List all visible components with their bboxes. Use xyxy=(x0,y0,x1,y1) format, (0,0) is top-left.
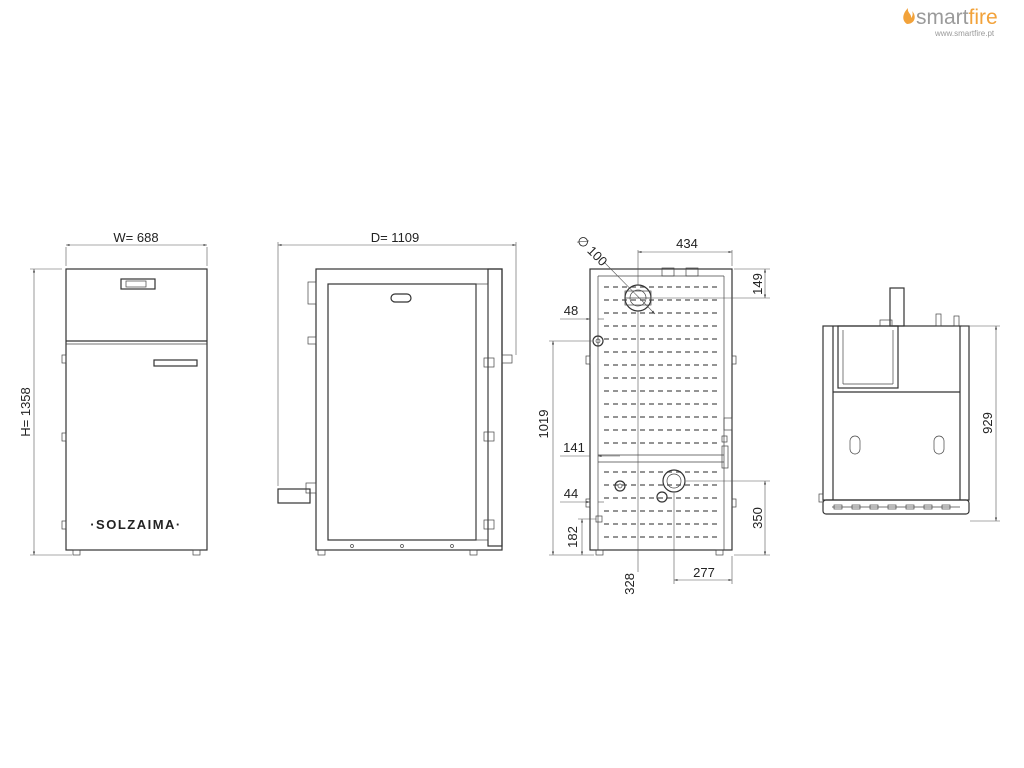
water-connection-upper xyxy=(592,335,604,347)
side-pipe xyxy=(277,488,311,504)
brand-url: www.smartfire.pt xyxy=(934,29,995,38)
top-slot-right xyxy=(933,435,945,455)
depth-dimension: D= 1109 xyxy=(371,230,420,245)
dim-48: 48 xyxy=(564,303,578,318)
water-connection-lower xyxy=(614,480,626,492)
front-view: ·SOLZAIMA· W= 688 H= 1358 xyxy=(18,230,208,556)
side-view: D= 1109 xyxy=(277,230,517,556)
dim-328: 328 xyxy=(622,573,637,595)
top-slot-left xyxy=(849,435,861,455)
dim-929: 929 xyxy=(980,412,995,434)
dim-434: 434 xyxy=(676,236,698,251)
side-handle xyxy=(390,293,412,303)
width-dimension: W= 688 xyxy=(113,230,158,245)
inspection-port xyxy=(662,469,686,493)
dim-350: 350 xyxy=(750,507,765,529)
top-view: 929 xyxy=(818,287,1000,522)
dim-44: 44 xyxy=(564,486,578,501)
dim-1019: 1019 xyxy=(536,410,551,439)
brand-name: smartfire xyxy=(916,6,998,29)
diameter-dimension: ∅ 100 xyxy=(574,233,611,270)
control-display xyxy=(120,278,156,290)
hopper xyxy=(837,325,899,389)
chimney-stub xyxy=(889,287,905,327)
dim-277: 277 xyxy=(693,565,715,580)
height-dimension: H= 1358 xyxy=(18,387,33,437)
flame-icon xyxy=(903,8,915,24)
dim-149: 149 xyxy=(750,273,765,295)
front-logo: ·SOLZAIMA· xyxy=(90,517,182,532)
brand-logo: smartfire www.smartfire.pt xyxy=(903,6,998,38)
dim-141: 141 xyxy=(563,440,585,455)
front-handle xyxy=(153,359,198,367)
dim-182: 182 xyxy=(565,526,580,548)
rear-view: ∅ 100 434 149 48 1019 141 44 182 xyxy=(536,233,770,595)
